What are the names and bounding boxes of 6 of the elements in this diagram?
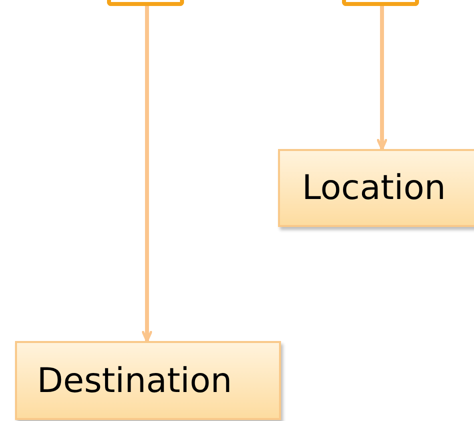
arrow <box>376 6 388 150</box>
arrow <box>142 6 152 342</box>
process-box <box>15 341 281 420</box>
box-label: Destination <box>37 360 232 400</box>
process-box <box>278 149 474 227</box>
box-label: Location <box>302 168 446 208</box>
